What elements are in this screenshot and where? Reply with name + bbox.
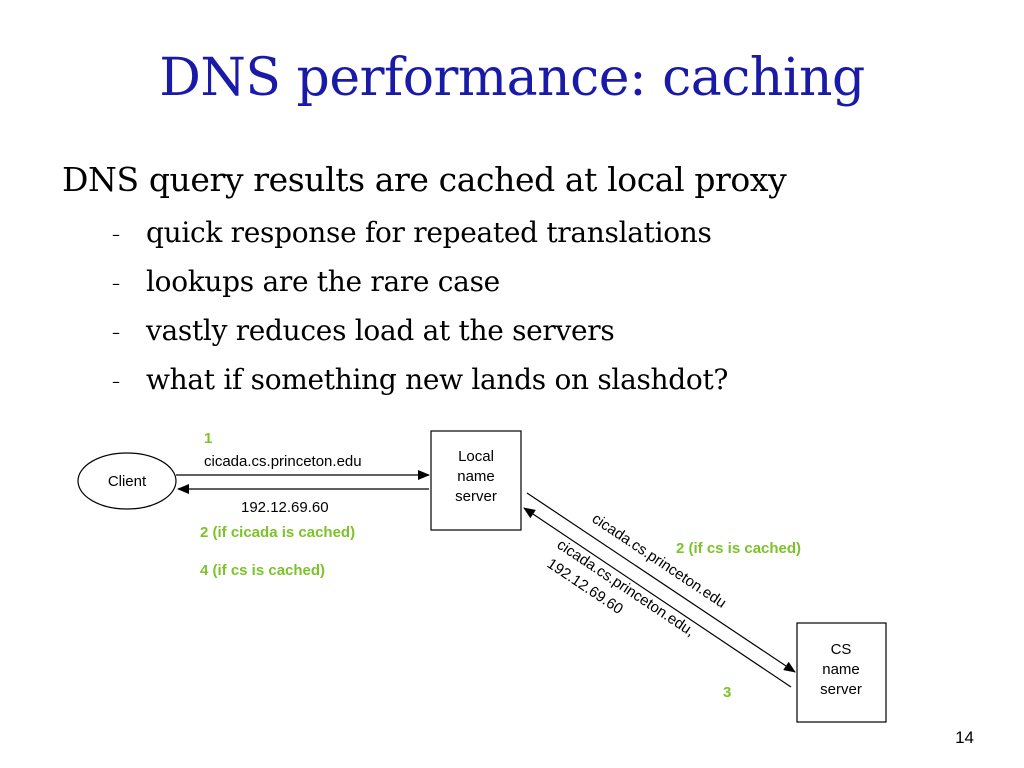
sub-bullet-text: what if something new lands on slashdot? — [146, 363, 729, 396]
server-response-arrow — [523, 507, 792, 688]
sub-bullet-text: vastly reduces load at the servers — [146, 314, 615, 347]
step-3-label: 3 — [723, 684, 731, 701]
local-name-server-node: Local name server — [430, 430, 522, 531]
local-server-label-line: name — [457, 468, 495, 485]
sub-bullet: – what if something new lands on slashdot… — [112, 363, 728, 396]
step-1-label: 1 — [204, 430, 212, 447]
slide-title: DNS performance: caching — [159, 48, 865, 108]
sub-bullet-text: quick response for repeated translations — [146, 216, 712, 249]
client-query-label: cicada.cs.princeton.edu — [204, 453, 362, 470]
cs-server-box — [796, 622, 887, 723]
cs-server-label-line: name — [822, 661, 860, 678]
sub-bullet: – lookups are the rare case — [112, 265, 500, 298]
cs-server-label-line: CS — [831, 641, 852, 658]
sub-bullet-text: lookups are the rare case — [146, 265, 500, 298]
bullet-dash: – — [112, 372, 120, 391]
step-2-cicada-cached-label: 2 (if cicada is cached) — [200, 524, 355, 541]
sub-bullet: – quick response for repeated translation… — [112, 216, 712, 249]
local-server-label-line: server — [455, 488, 497, 505]
cs-name-server-node: CS name server — [796, 622, 887, 723]
local-server-box — [430, 430, 522, 531]
client-node: Client — [77, 452, 177, 510]
step-2-cs-cached-label: 2 (if cs is cached) — [676, 540, 801, 557]
bullet-dash: – — [112, 225, 120, 244]
client-label: Client — [108, 473, 147, 490]
bullet-dash: – — [112, 323, 120, 342]
bullet-dash: – — [112, 274, 120, 293]
page-number: 14 — [955, 728, 974, 747]
local-server-label-line: Local — [458, 448, 494, 465]
server-query-arrow — [526, 492, 796, 673]
step-4-cs-cached-label: 4 (if cs is cached) — [200, 562, 325, 579]
sub-bullet: – vastly reduces load at the servers — [112, 314, 615, 347]
cs-server-label-line: server — [820, 681, 862, 698]
client-ellipse — [77, 452, 177, 510]
main-bullet: DNS query results are cached at local pr… — [62, 160, 787, 199]
client-response-ip-label: 192.12.69.60 — [241, 499, 329, 516]
